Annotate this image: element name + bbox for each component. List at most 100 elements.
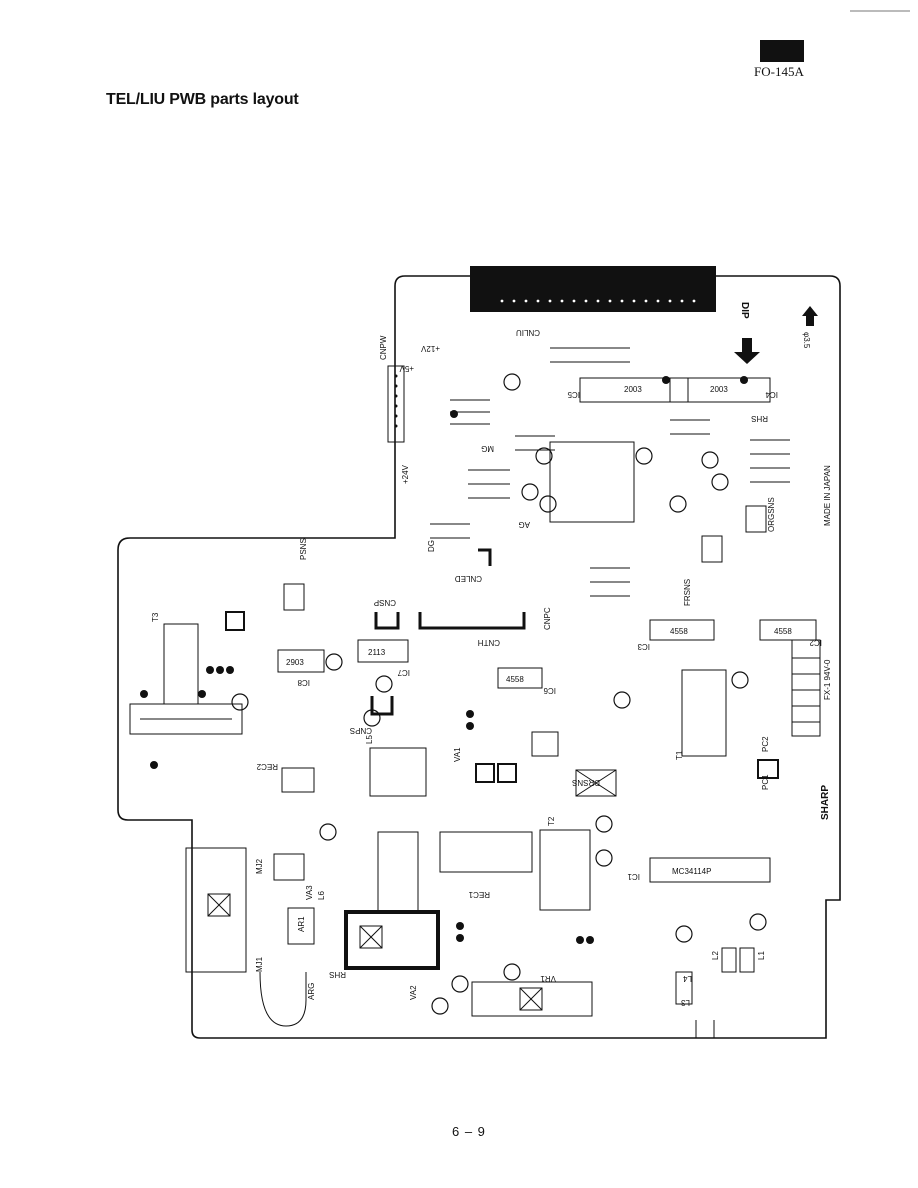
svg-text:IC5: IC5 [567,390,580,399]
ic-ic6 [497,667,543,689]
inductor-l3 [675,971,693,1005]
dip-arrow-head [734,352,760,364]
inductor-l1 [739,947,755,973]
dip-label: DIP [739,302,750,319]
svg-text:VR1: VR1 [540,974,556,983]
section-tab-marker [760,40,804,62]
svg-text:REC1: REC1 [468,890,490,899]
connector-cnled [478,548,492,566]
svg-text:CNTH: CNTH [478,638,500,647]
svg-text:T3: T3 [151,612,160,622]
svg-text:FRSNS: FRSNS [683,579,692,606]
part-designators: IC1 IC2 IC3 IC4 IC5 IC6 IC7 IC8 T1 T2 T3… [151,390,822,1007]
svg-text:VA1: VA1 [453,747,462,762]
ic-ic5 [579,377,689,403]
transformer-t1 [681,669,727,757]
svg-text:4558: 4558 [774,627,792,636]
svg-text:CNPW: CNPW [379,335,388,360]
svg-text:PSNS: PSNS [299,538,308,560]
svg-text:PC2: PC2 [761,736,770,752]
connector-cnliu [470,266,716,312]
photocoupler-pc3 [475,763,495,783]
svg-text:IC1: IC1 [627,872,640,881]
page-title: TEL/LIU PWB parts layout [106,91,299,108]
connector-cnsp [374,612,400,630]
svg-text:CNPS: CNPS [350,726,372,735]
svg-text:MG: MG [481,444,494,453]
svg-text:RHS: RHS [329,970,346,979]
transformer-t2 [539,829,591,911]
variable-resistor-vr1 [471,981,593,1017]
up-arrow-icon [802,306,818,326]
transformer-t3 [163,623,199,705]
svg-text:L5: L5 [365,735,374,744]
svg-text:MJ1: MJ1 [255,956,264,972]
svg-text:RHS: RHS [751,414,768,423]
svg-text:AG: AG [518,520,530,529]
svg-text:T1: T1 [675,750,684,760]
svg-text:2003: 2003 [624,385,642,394]
rhs-box [344,910,440,970]
svg-text:CNLIU: CNLIU [516,328,540,337]
svg-text:2903: 2903 [286,658,304,667]
svg-text:DG: DG [427,540,436,552]
svg-text:L4: L4 [683,974,692,983]
svg-text:L1: L1 [757,951,766,960]
svg-text:IC8: IC8 [297,678,310,687]
modular-jack-mj1 [185,847,247,973]
svg-text:T2: T2 [547,816,556,826]
sensor-orgsns [745,505,767,533]
svg-text:CNLED: CNLED [455,574,482,583]
svg-text:4558: 4558 [670,627,688,636]
svg-text:L6: L6 [317,891,326,900]
ic-ic4 [669,377,771,403]
regulator-rec2 [281,767,315,793]
sensor-drsns [575,769,617,797]
fx-mark: FX-1 94V-0 [823,659,832,700]
svg-text:+24V: +24V [401,464,410,484]
svg-text:IC6: IC6 [543,686,556,695]
svg-text:L3: L3 [681,998,690,1007]
brand-sharp: SHARP [820,785,831,820]
inductor-l5 [369,747,427,797]
ic-ic8 [277,649,325,673]
svg-text:IC4: IC4 [765,390,778,399]
svg-text:DRSNS: DRSNS [572,778,600,787]
svg-text:L2: L2 [711,951,720,960]
arrestor-ar1 [287,907,315,945]
ic-ic2 [759,619,817,641]
inductor-l2 [721,947,737,973]
page-number: 6 – 9 [452,1124,486,1139]
sensor-psns [283,583,305,611]
svg-text:VA2: VA2 [409,985,418,1000]
photocoupler-pc4 [497,763,517,783]
component-cml [377,831,419,913]
svg-text:2003: 2003 [710,385,728,394]
svg-text:MJ2: MJ2 [255,858,264,874]
svg-text:PC1: PC1 [761,774,770,790]
ic-ic3 [649,619,715,641]
capacitor-c33 [439,831,533,873]
ic-ic7 [357,639,409,663]
pwb-layout-drawing: DIP φ3.5 2003 2003 4558 4558 4558 [110,260,850,1040]
photocoupler-pc6 [225,611,245,631]
photocoupler-pc1 [757,759,779,779]
svg-text:+5V: +5V [399,364,414,373]
svg-text:IC2: IC2 [809,638,822,647]
component-thl [549,441,635,523]
arg-loop [259,971,307,1027]
svg-text:CNSP: CNSP [374,598,396,607]
svg-text:VA3: VA3 [305,885,314,900]
hole-label: φ3.5 [802,332,811,349]
dip-arrow-shaft [742,338,752,352]
board-outline [117,275,841,1039]
svg-text:CNPC: CNPC [543,607,552,630]
marking-grid [791,639,821,737]
svg-text:ARG: ARG [307,983,316,1000]
connector-cnpw [387,365,405,443]
svg-text:4558: 4558 [506,675,524,684]
svg-text:+12V: +12V [420,344,440,353]
connector-cnps [370,696,394,716]
svg-text:REC2: REC2 [256,762,278,771]
q4-box [531,731,559,757]
